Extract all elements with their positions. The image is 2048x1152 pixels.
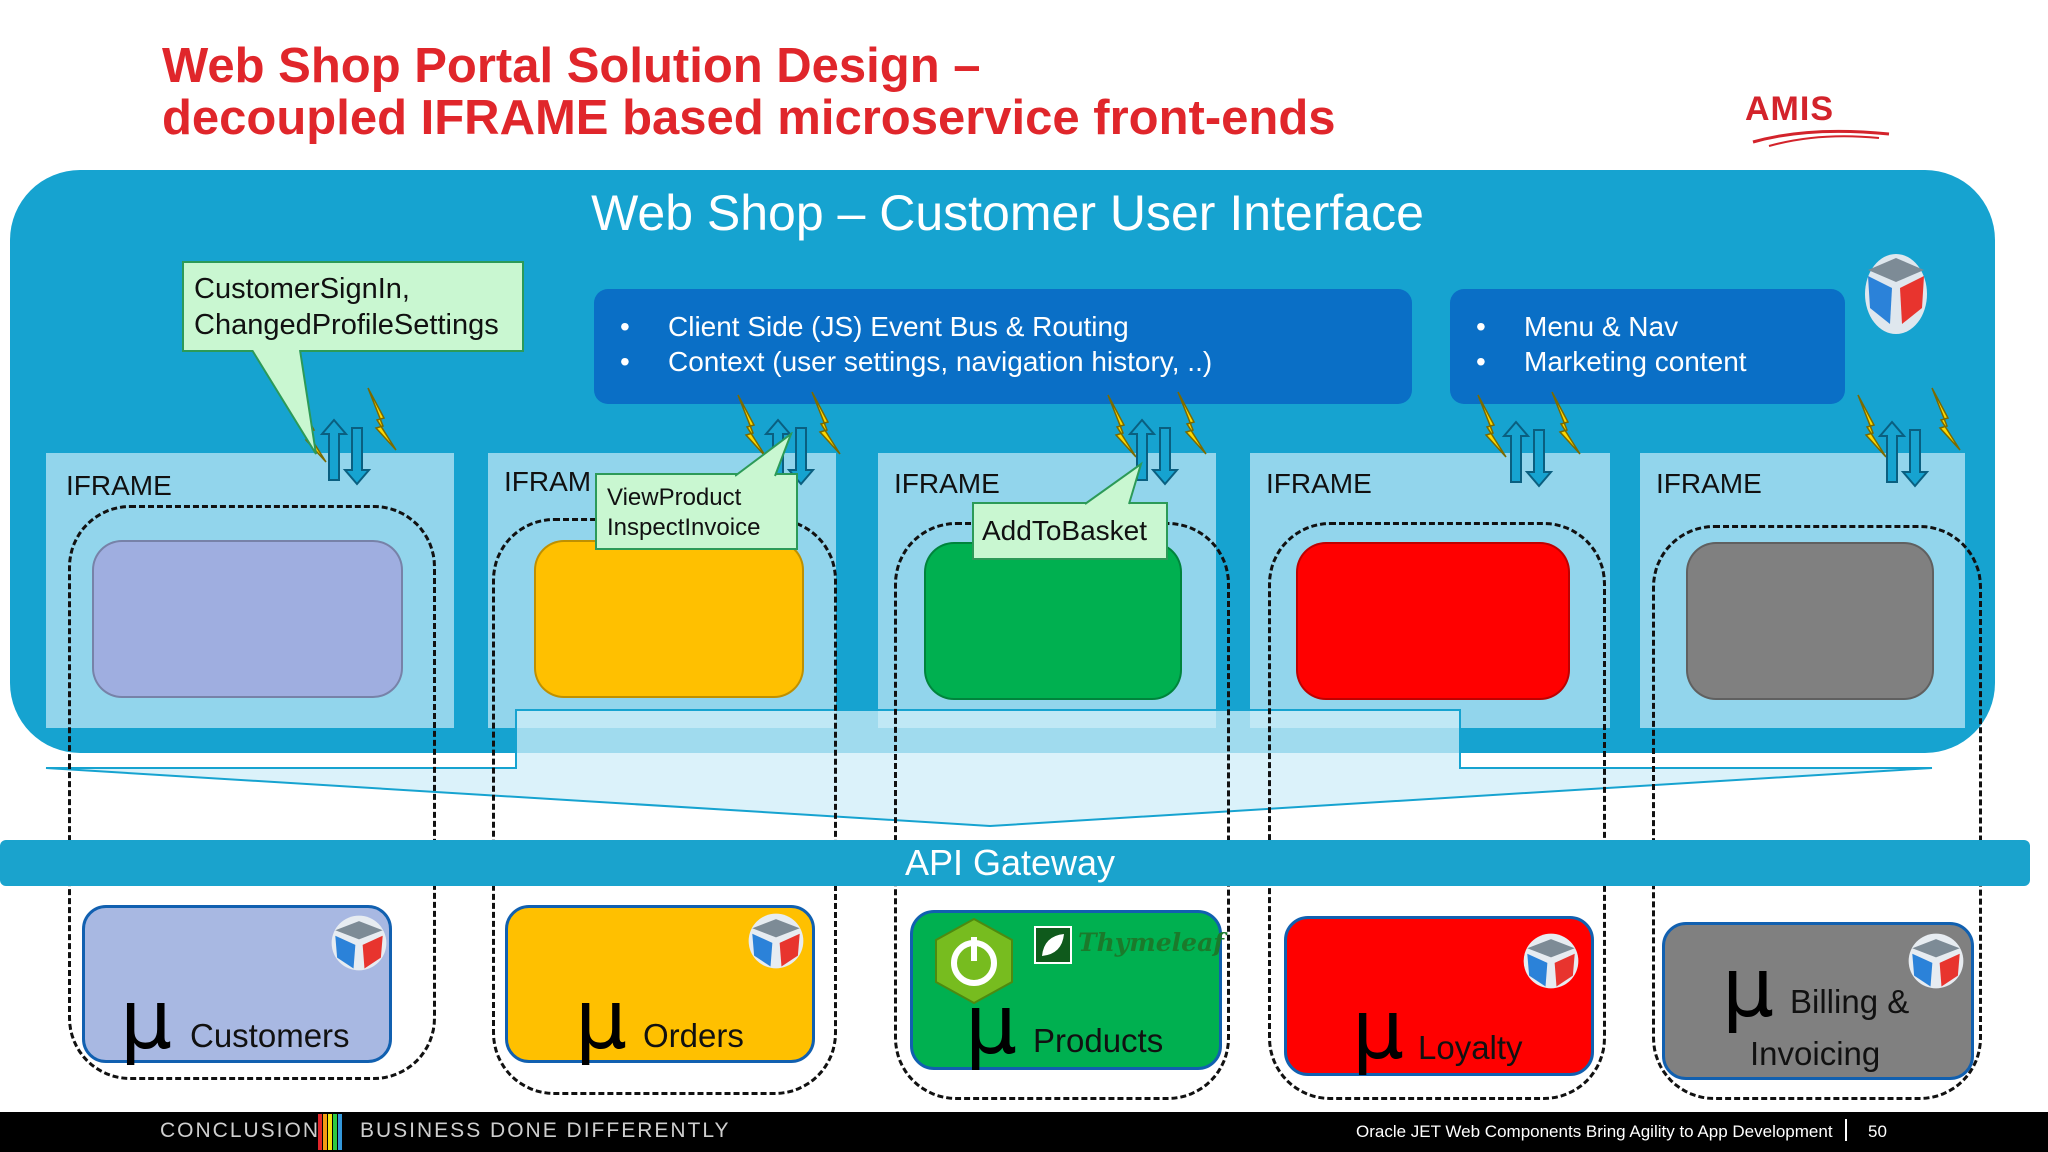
funnel-graphic xyxy=(45,709,1933,828)
amis-logo: AMIS xyxy=(1745,90,1895,150)
footer-presentation-title: Oracle JET Web Components Bring Agility … xyxy=(1356,1122,1833,1141)
service-label: Invoicing xyxy=(1750,1035,1881,1072)
micro-symbol: µ xyxy=(1722,941,1775,1036)
event-bus-item: •Client Side (JS) Event Bus & Routing xyxy=(620,311,1129,342)
menu-nav-item: •Marketing content xyxy=(1476,346,1747,377)
oracle-jet-icon xyxy=(1865,254,1927,334)
callout-pointer xyxy=(735,432,793,477)
service-label: Orders xyxy=(643,1017,744,1054)
service-label: Products xyxy=(1033,1022,1164,1059)
thymeleaf-label: Thymeleaf xyxy=(1078,928,1225,957)
frontend-orders xyxy=(534,540,804,698)
iframe-label: IFRAME xyxy=(1656,468,1762,499)
service-label: Billing & xyxy=(1790,983,1910,1020)
oracle-jet-icon xyxy=(1908,933,1964,989)
menu-nav-item: •Menu & Nav xyxy=(1476,311,1679,342)
menu-nav-box: •Menu & Nav •Marketing content xyxy=(1450,289,1845,404)
callout-line: ChangedProfileSettings xyxy=(194,309,499,341)
micro-symbol: µ xyxy=(575,973,628,1068)
callout-product-events: AddToBasket xyxy=(972,502,1168,560)
microservice-boundary-customers xyxy=(68,505,436,1080)
iframe-label: IFRAME xyxy=(1266,468,1372,499)
leaf-icon xyxy=(1034,926,1072,964)
event-bus-item: •Context (user settings, navigation hist… xyxy=(620,346,1213,377)
callout-line: CustomerSignIn, xyxy=(194,273,410,305)
footer-page-number: 50 xyxy=(1868,1122,1887,1141)
iframe-label: IFRAME xyxy=(66,470,172,501)
microservice-boundary-loyalty xyxy=(1268,522,1606,1100)
callout-pointer xyxy=(251,350,317,455)
callout-line: AddToBasket xyxy=(982,515,1147,546)
event-bus-item-label: Context (user settings, navigation histo… xyxy=(668,346,1213,377)
frontend-customers xyxy=(92,540,403,698)
footer-divider xyxy=(1845,1119,1847,1141)
microservice-boundary-billing xyxy=(1652,525,1982,1100)
micro-symbol: µ xyxy=(1352,983,1405,1078)
micro-symbol: µ xyxy=(120,973,173,1068)
callout-pointer xyxy=(1085,461,1143,505)
amis-logo-text: AMIS xyxy=(1745,90,1834,128)
frontend-loyalty xyxy=(1296,542,1570,700)
callout-customer-events: CustomerSignIn, ChangedProfileSettings xyxy=(182,261,524,352)
menu-nav-item-label: Marketing content xyxy=(1524,346,1747,377)
iframe-label: IFRAM xyxy=(504,466,592,497)
api-gateway-bar xyxy=(0,840,2030,886)
thymeleaf-badge: Thymeleaf xyxy=(1034,926,1224,966)
slide-title-line-1: Web Shop Portal Solution Design – xyxy=(162,39,981,93)
event-bus-box: •Client Side (JS) Event Bus & Routing •C… xyxy=(594,289,1412,404)
web-shop-shell-title: Web Shop – Customer User Interface xyxy=(591,185,1424,241)
spring-boot-icon xyxy=(935,917,1013,1005)
slide-title-line-2: decoupled IFRAME based microservice fron… xyxy=(162,91,1336,145)
callout-order-events: ViewProduct InspectInvoice xyxy=(595,473,798,550)
iframe-label: IFRAME xyxy=(894,468,1000,499)
api-gateway-label: API Gateway xyxy=(904,842,1116,883)
frontend-billing xyxy=(1686,542,1934,700)
service-label: Loyalty xyxy=(1418,1029,1523,1066)
service-label: Customers xyxy=(190,1017,350,1054)
callout-line: ViewProduct xyxy=(607,484,742,511)
event-bus-item-label: Client Side (JS) Event Bus & Routing xyxy=(668,311,1129,342)
swoosh-icon xyxy=(1752,129,1890,147)
oracle-jet-icon xyxy=(331,915,387,971)
service-customers xyxy=(82,905,392,1063)
footer-tagline: BUSINESS DONE DIFFERENTLY xyxy=(360,1119,731,1142)
footer-section-label: CONCLUSION xyxy=(160,1119,321,1142)
color-stripes-icon xyxy=(318,1114,342,1150)
oracle-jet-icon xyxy=(1523,933,1579,989)
menu-nav-item-label: Menu & Nav xyxy=(1524,311,1679,342)
oracle-jet-icon xyxy=(748,913,804,969)
callout-line: InspectInvoice xyxy=(607,514,761,541)
